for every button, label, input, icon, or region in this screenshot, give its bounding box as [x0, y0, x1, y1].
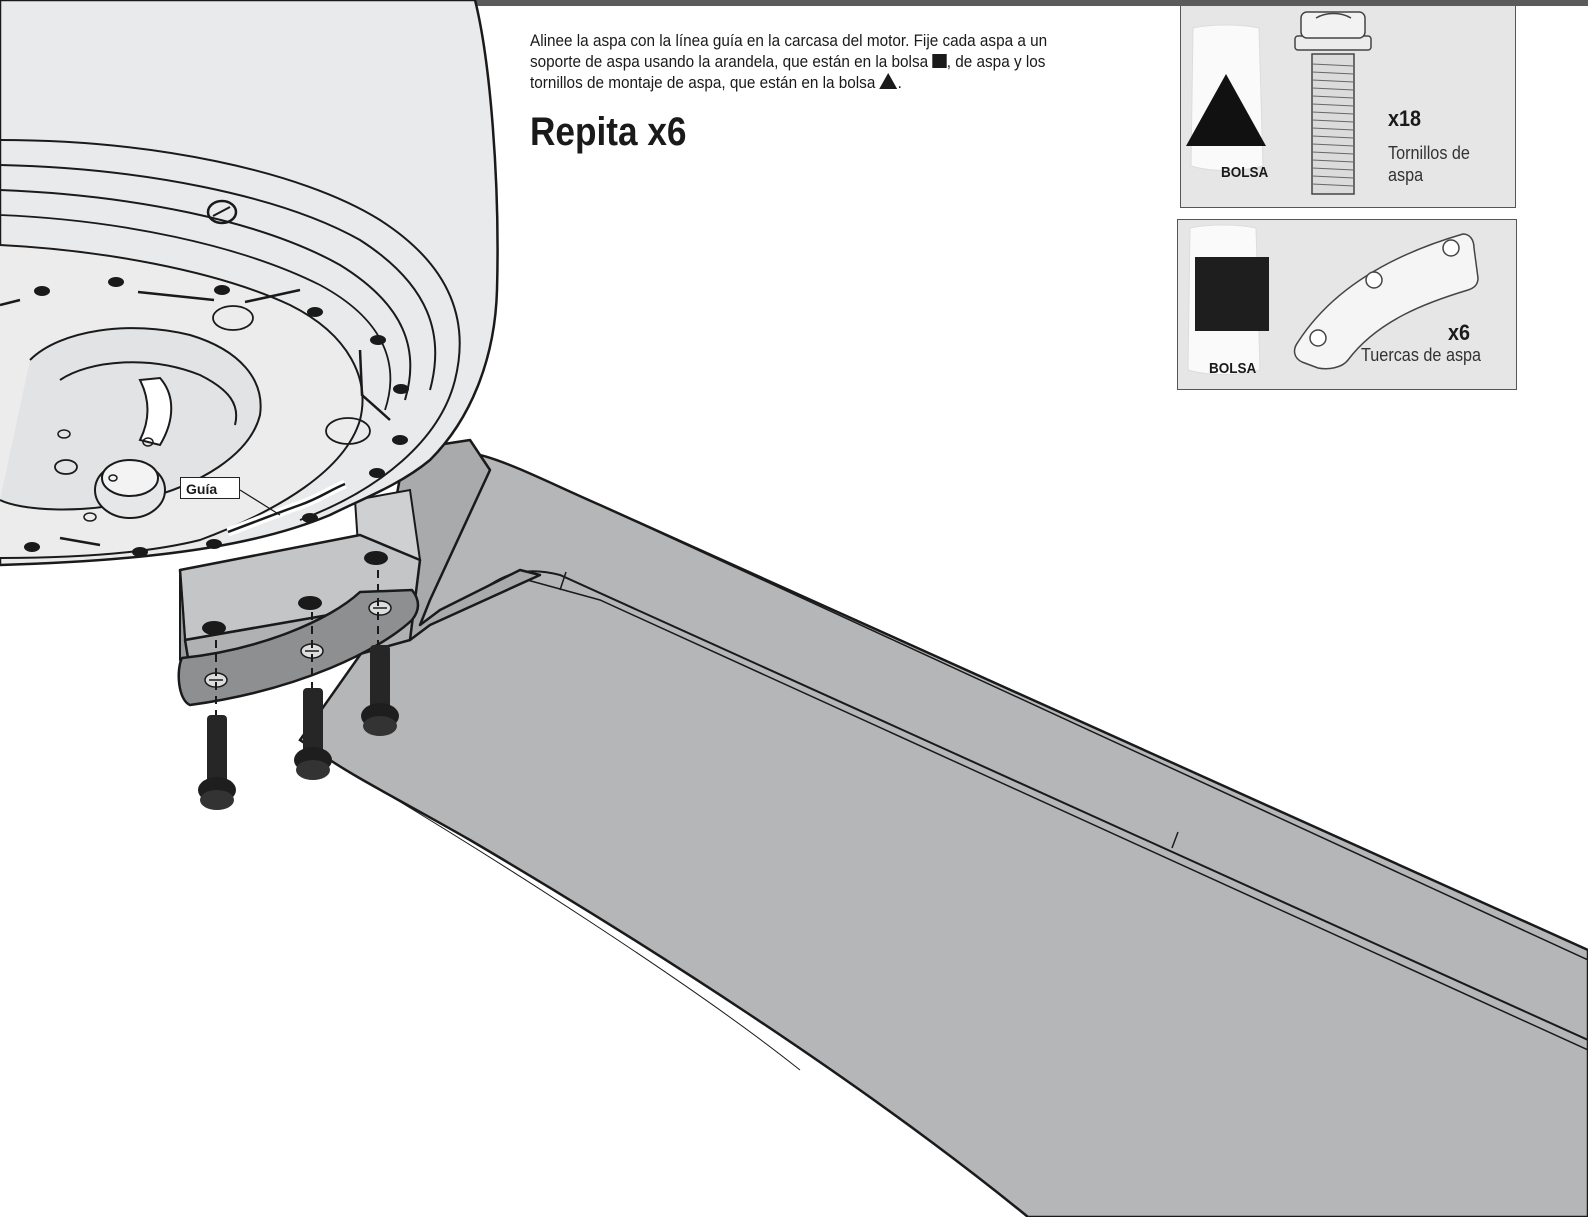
screw-parts-art: [1186, 11, 1372, 195]
instruction-part-1: Alinee la aspa con la línea guía en la c…: [530, 31, 1048, 71]
bag-triangle-icon: [1186, 74, 1266, 146]
blade-washer: [177, 588, 420, 707]
motor-housing: [0, 0, 499, 567]
screws-bag-label: BOLSA: [1221, 164, 1269, 181]
nuts-description: Tuercas de aspa: [1361, 345, 1482, 365]
guide-callout-label: Guía: [180, 477, 240, 499]
nuts-bag-label: BOLSA: [1209, 360, 1257, 377]
top-header-bar: [0, 0, 1588, 6]
alignment-dashes: [215, 570, 379, 715]
instruction-part-3: .: [897, 73, 902, 92]
nuts-quantity: x6: [1448, 320, 1471, 345]
screws-quantity: x18: [1388, 106, 1422, 131]
blade-screws: [198, 645, 399, 810]
fan-blade: [298, 449, 1588, 1217]
repeat-heading: Repita x6: [530, 110, 687, 154]
instruction-text: Alinee la aspa con la línea guía en la c…: [530, 30, 1070, 93]
screw-part-icon: [1294, 11, 1372, 195]
screws-description: Tornillos de aspa: [1388, 143, 1470, 185]
nut-parts-art: [1187, 224, 1479, 375]
bag-square-icon: [1195, 257, 1269, 331]
parts-panel-nuts: BOLSA x6 Tuercas de aspa: [1177, 219, 1517, 390]
black-square-icon: [932, 54, 947, 68]
black-triangle-icon: [879, 73, 898, 89]
parts-panel-screws: BOLSA x18 Tornillos de aspa: [1180, 6, 1516, 208]
washer-part-icon: [1293, 233, 1479, 370]
instruction-part-2: , de aspa y los tornillos de montaje de …: [530, 52, 1046, 92]
